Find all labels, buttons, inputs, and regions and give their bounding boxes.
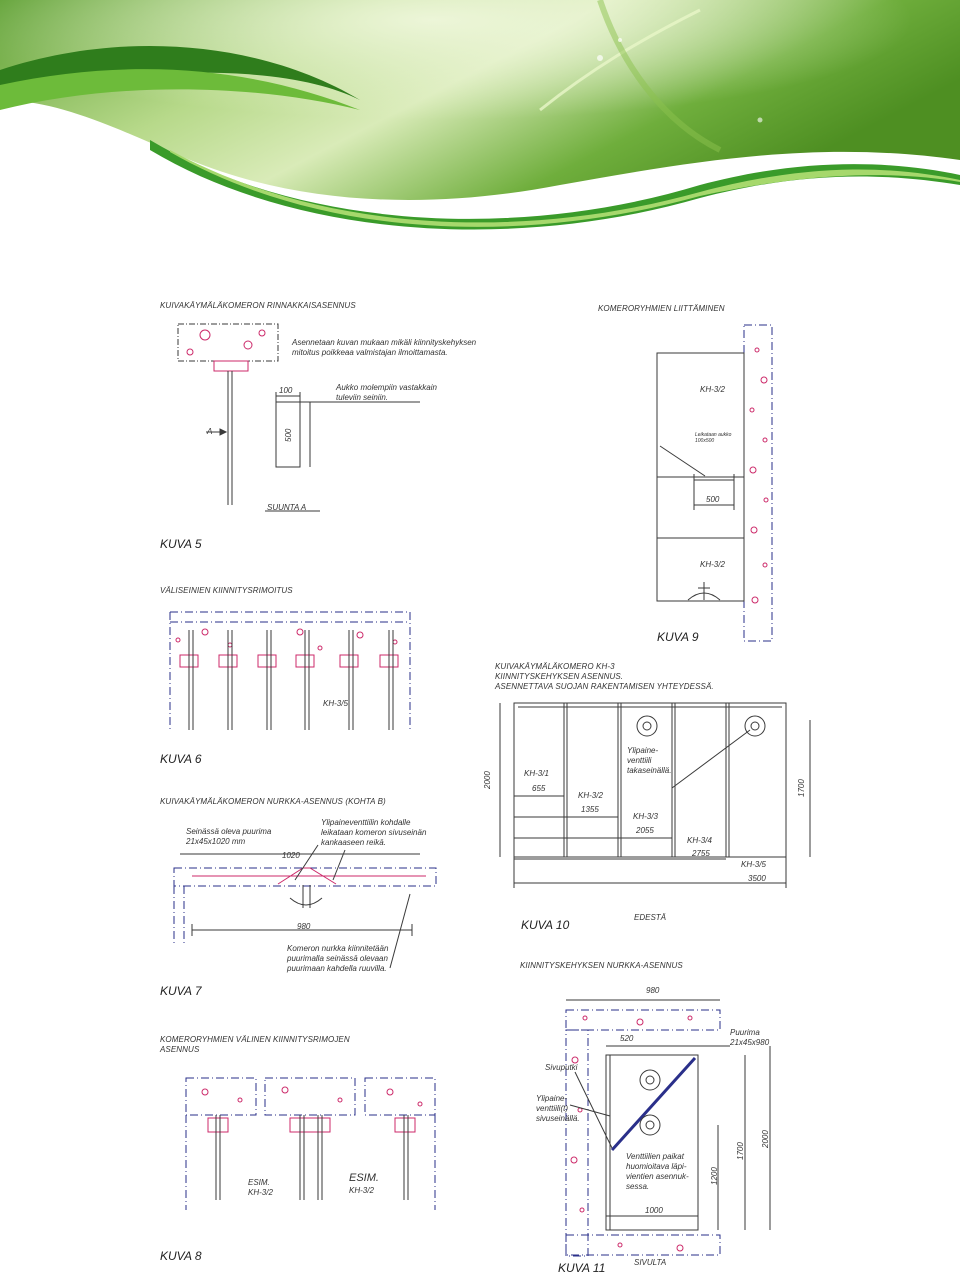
kuva5-caption: KUVA 5: [160, 537, 202, 551]
grass-banner-image: [0, 0, 960, 230]
kuva9-note-aukko: Leikataan aukko 100x500: [695, 432, 732, 445]
kuva11-dim-1000: 1000: [645, 1206, 663, 1215]
kuva5-note-opening: Aukko molempiin vastakkain tuleviin sein…: [336, 383, 437, 402]
kuva5-drawing: [177, 323, 420, 512]
kuva8-esim2-code: KH-3/2: [349, 1186, 374, 1195]
kuva8-caption: KUVA 8: [160, 1249, 202, 1263]
kuva7-note-venttiili: Ylipaineventtiilin kohdalle leikataan ko…: [321, 818, 427, 847]
kuva10-caption: KUVA 10: [521, 918, 570, 932]
kuva11-drawing: [565, 999, 771, 1257]
kuva7-dim-1020: 1020: [282, 851, 300, 860]
kuva8-esim2-label: ESIM.: [349, 1172, 379, 1184]
kuva10-dim-4: 2755: [692, 849, 710, 858]
kuva5-suunta-label: SUUNTA A: [267, 503, 307, 512]
kuva7-heading: KUIVAKÄYMÄLÄKOMERON NURKKA-ASENNUS (KOHT…: [160, 797, 386, 806]
kuva10-dim-1700: 1700: [797, 779, 806, 797]
kuva10-dim-2000: 2000: [483, 771, 492, 789]
kuva11-note-venttiili: Ylipaine- venttiili(t) sivuseinällä.: [536, 1094, 580, 1123]
kuva8-heading: KOMERORYHMIEN VÄLINEN KIINNITYSRIMOJEN A…: [160, 1035, 350, 1054]
kuva8-esim1-code: KH-3/2: [248, 1188, 273, 1197]
kuva5-note-adjust: Asennetaan kuvan mukaan mikäli kiinnitys…: [292, 338, 477, 357]
kuva10-heading: KUIVAKÄYMÄLÄKOMERO KH-3 KIINNITYSKEHYKSE…: [495, 662, 714, 691]
kuva6-caption: KUVA 6: [160, 752, 202, 766]
kuva10-edesta: EDESTÄ: [634, 913, 667, 922]
kuva11-heading: KIINNITYSKEHYKSEN NURKKA-ASENNUS: [520, 961, 683, 970]
kuva9-heading: KOMERORYHMIEN LIITTÄMINEN: [598, 304, 725, 313]
kuva9-code-bottom: KH-3/2: [700, 560, 725, 569]
header-banner: [0, 0, 960, 235]
kuva11-dim-980: 980: [646, 986, 660, 995]
kuva10-code-1: KH-3/1: [524, 769, 549, 778]
kuva6-heading: VÄLISEINIEN KIINNITYSRIMOITUS: [160, 586, 293, 595]
kuva10-code-2: KH-3/2: [578, 791, 603, 800]
kuva10-code-3: KH-3/3: [633, 812, 658, 821]
kuva5-letter-a: A: [207, 427, 213, 436]
kuva7-dim-980: 980: [297, 922, 311, 931]
kuva10-dim-5: 3500: [748, 874, 766, 883]
kuva11-sivuputki: Sivuputki: [545, 1063, 578, 1072]
kuva11-sivulta: SIVULTA: [634, 1258, 667, 1267]
kuva10-drawing: [499, 702, 811, 888]
kuva11-puurima: Puurima 21x45x980: [730, 1028, 770, 1047]
kuva11-caption: KUVA 11: [558, 1261, 606, 1275]
kuva7-drawing: [173, 844, 437, 969]
kuva7-caption: KUVA 7: [160, 984, 202, 998]
kuva10-note-venttiili: Ylipaine- venttiili takaseinällä.: [627, 746, 672, 775]
kuva7-note-nurkka: Komeron nurkka kiinnitetään puurimalla s…: [287, 944, 389, 973]
kuva11-dim-1200: 1200: [710, 1167, 719, 1185]
kuva10-dim-1: 655: [532, 784, 546, 793]
kuva9-drawing: [656, 324, 773, 642]
kuva9-caption: KUVA 9: [657, 630, 699, 644]
kuva11-note-paikat: Venttiilien paikat huomioitava läpi- vie…: [626, 1152, 689, 1191]
kuva5-dim-100: 100: [279, 386, 293, 395]
kuva10-code-5: KH-3/5: [741, 860, 766, 869]
kuva8-drawing: [185, 1077, 436, 1210]
kuva5-heading: KUIVAKÄYMÄLÄKOMERON RINNAKKAISASENNUS: [160, 301, 356, 310]
kuva6-drawing: [169, 611, 411, 730]
kuva11-dim-520: 520: [620, 1034, 634, 1043]
kuva9-dim-500: 500: [706, 495, 720, 504]
kuva11-dim-1700: 1700: [736, 1142, 745, 1160]
kuva5-dim-500: 500: [284, 428, 293, 442]
kuva9-code-top: KH-3/2: [700, 385, 725, 394]
kuva10-dim-3: 2055: [636, 826, 654, 835]
kuva8-esim1-label: ESIM.: [248, 1178, 270, 1187]
kuva11-dim-2000: 2000: [761, 1130, 770, 1148]
kuva10-code-4: KH-3/4: [687, 836, 712, 845]
kuva7-note-puurima: Seinässä oleva puurima 21x45x1020 mm: [186, 827, 272, 846]
kuva6-code: KH-3/5: [323, 699, 348, 708]
kuva10-dim-2: 1355: [581, 805, 599, 814]
